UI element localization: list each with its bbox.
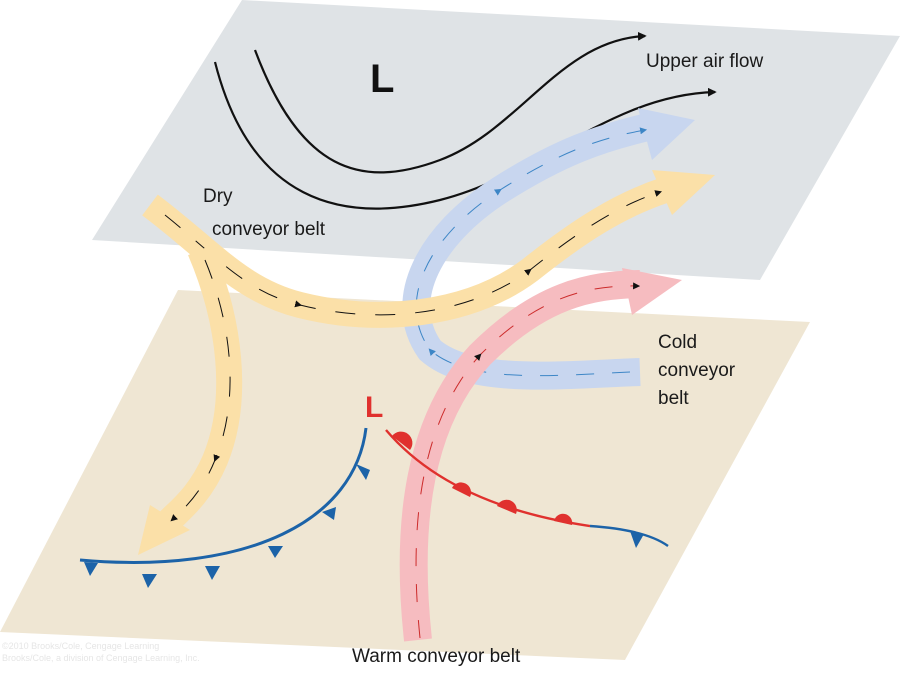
copyright-line-1: ©2010 Brooks/Cole, Cengage Learning [2, 641, 160, 651]
cold-front-triangle [356, 464, 370, 480]
cold-belt-flow-line [415, 127, 648, 377]
warm-front-bump [452, 482, 472, 497]
warm-belt-arrowhead [622, 268, 682, 315]
dry-belt-east-arrowhead [652, 170, 715, 215]
warm-belt-label: Warm conveyor belt [352, 646, 521, 667]
copyright-line-2: Brooks/Cole, a division of Cengage Learn… [2, 653, 200, 663]
cold-belt-label-2: conveyor [658, 360, 736, 381]
surface-low-label: L [365, 391, 384, 424]
cold-front-triangle [268, 546, 283, 558]
cold-front-triangle [205, 566, 220, 580]
cold-front-triangle [142, 574, 157, 588]
cold-belt-label-3: belt [658, 388, 689, 409]
cold-belt-label-1: Cold [658, 332, 698, 353]
front-east-triangle [630, 531, 644, 548]
cold-front-line [79, 427, 368, 564]
warm-front-semicircles [392, 431, 573, 525]
warm-front-bump [497, 499, 517, 514]
warm-front-bump [554, 513, 573, 525]
warm-front-bump [392, 431, 413, 450]
cold-front-triangle [84, 562, 98, 576]
dry-belt-south-arrowhead [138, 505, 190, 555]
cold-front-triangle [322, 507, 336, 520]
dry-belt-label-1: Dry [203, 186, 233, 207]
dry-belt-label-2: conveyor belt [212, 219, 326, 240]
cold-belt-arrowhead [638, 108, 695, 160]
upper-low-label: L [370, 57, 395, 101]
dry-belt-east-flow-line [164, 190, 662, 316]
dry-belt-south-flow-line [170, 259, 231, 522]
cold-front-triangles [84, 464, 370, 588]
upper-air-flow-label: Upper air flow [646, 51, 764, 72]
